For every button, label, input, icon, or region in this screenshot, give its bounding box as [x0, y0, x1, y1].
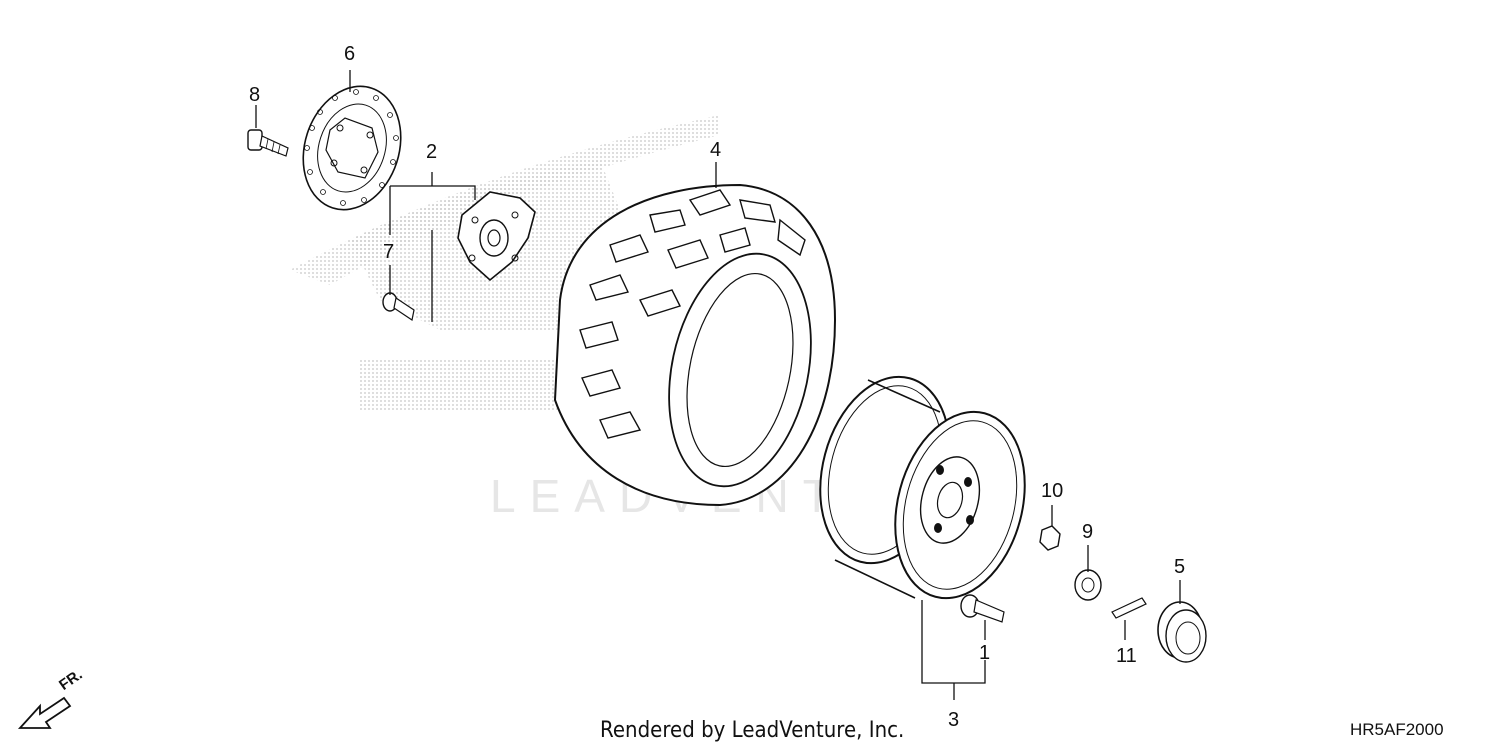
callout-label: 5: [1174, 556, 1186, 578]
hub-stud: [382, 292, 415, 321]
front-arrow-icon: [17, 696, 72, 729]
footer-credit: Rendered by LeadVenture, Inc.: [600, 718, 905, 743]
castle-nut: [1074, 569, 1102, 601]
callout-label: 8: [249, 84, 261, 106]
wheel-rim: [819, 375, 1026, 600]
diagram-code: HR5AF2000: [1350, 720, 1444, 739]
callout-label: 3: [948, 709, 960, 731]
callout-label: 6: [344, 43, 356, 65]
callout-label: 1: [979, 642, 991, 664]
hub-cap: [1157, 601, 1207, 663]
callout-label: 7: [383, 241, 395, 263]
leader-lines: [255, 70, 1181, 700]
valve-stem: [960, 594, 1005, 623]
callout-label: 2: [426, 141, 438, 163]
disc-bolt: [247, 129, 289, 157]
callout-label: 10: [1041, 480, 1064, 502]
tire: [553, 183, 837, 507]
cotter-pin: [1111, 597, 1147, 619]
brake-disc: [302, 85, 402, 211]
wheel-hub: [457, 191, 536, 282]
nut: [1039, 525, 1061, 551]
callout-label: 11: [1116, 645, 1137, 667]
callout-label: 9: [1082, 521, 1094, 543]
callout-label: 4: [710, 139, 722, 161]
